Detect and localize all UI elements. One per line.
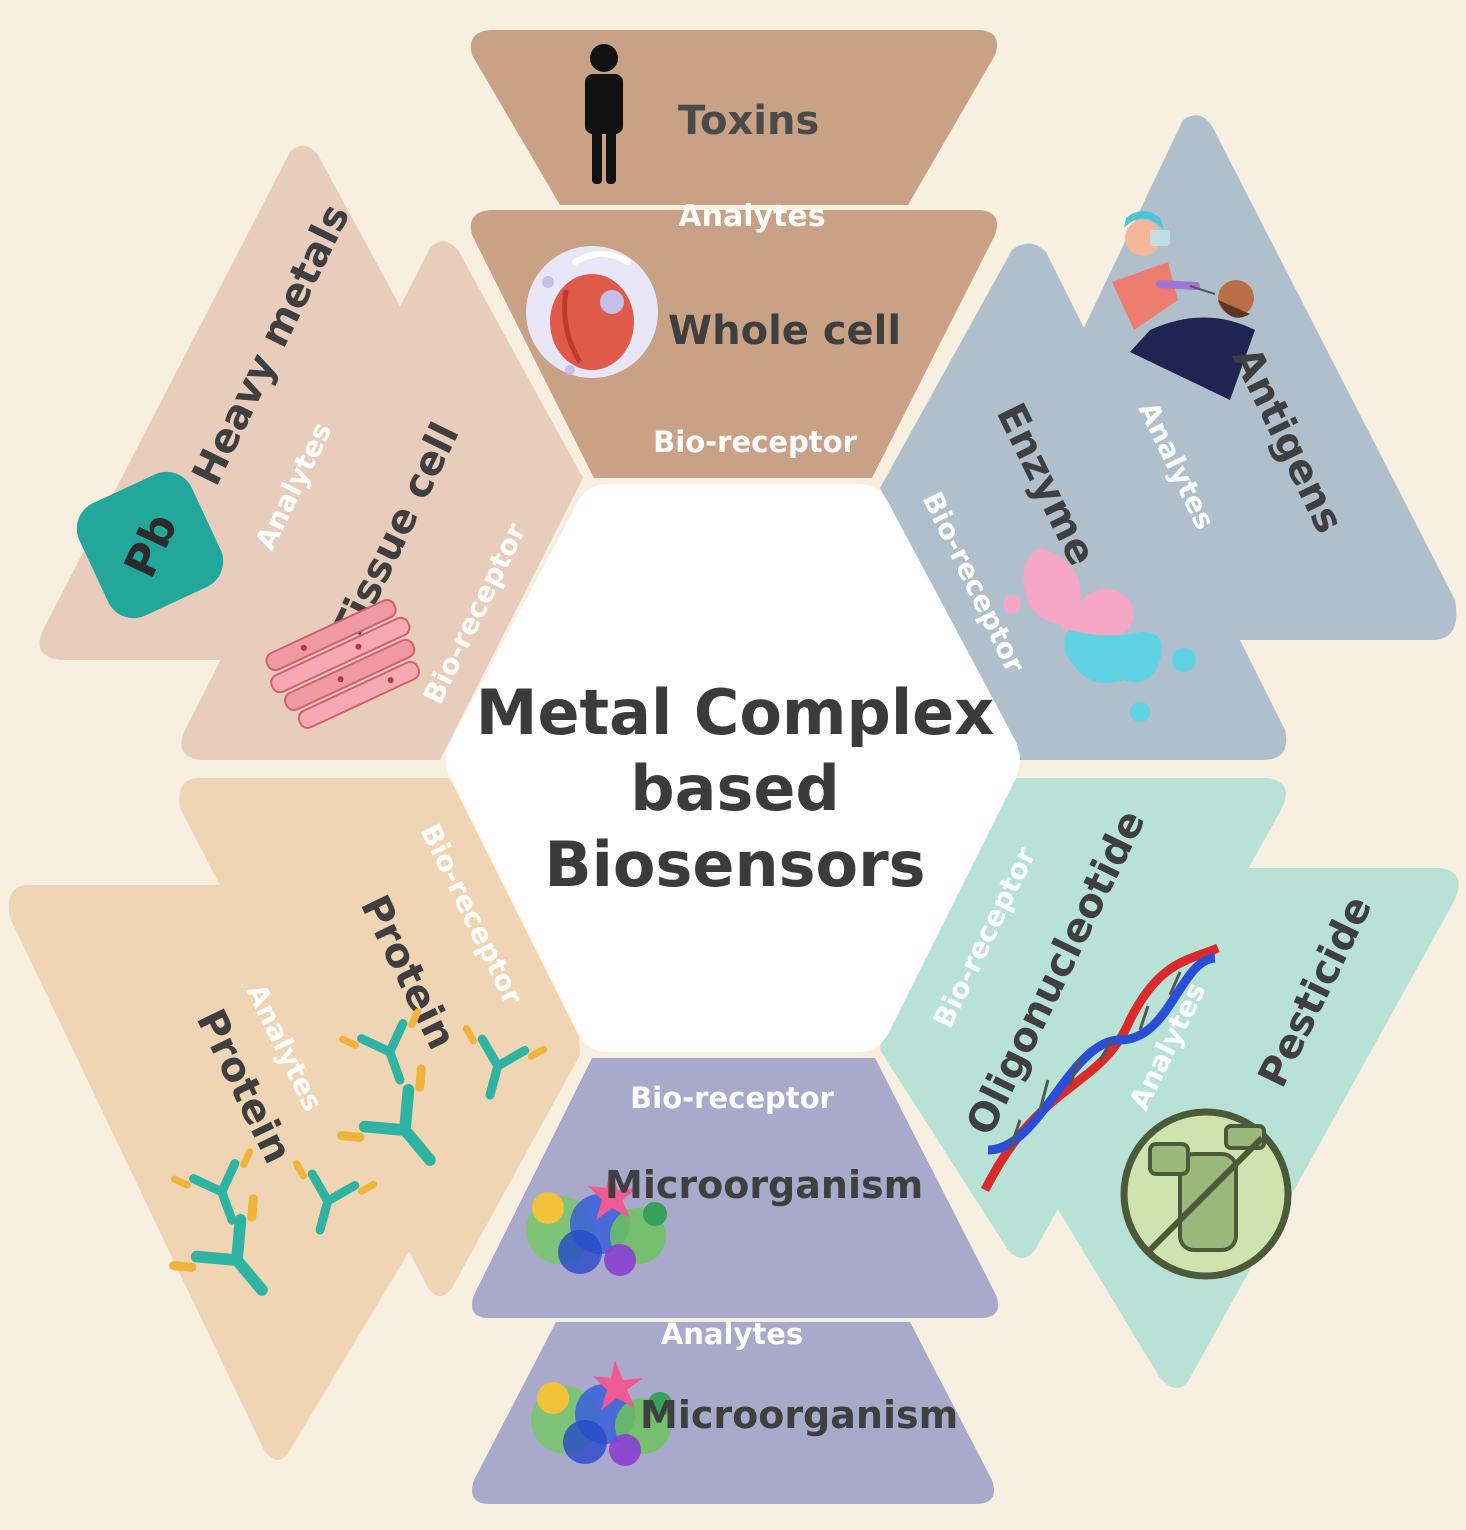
top-bioreceptor-label: Whole cell [668, 308, 901, 354]
top-analyte-tag: Analytes [678, 199, 825, 234]
bottom-bioreceptor-label: Microorganism [605, 1163, 923, 1207]
upper-left-inner-triangle [181, 241, 584, 760]
segment-bottom: Bio-receptor Microorganism Analytes Micr… [472, 1058, 998, 1504]
segment-upper-left: Pb Heavy metals Analytes Tissue cell Bio… [39, 145, 584, 760]
spray-bottle-icon [1120, 1108, 1292, 1280]
dna-helix-icon [980, 943, 1220, 1193]
swab-test-icon [1112, 211, 1255, 400]
pb-element-icon: Pb [76, 471, 224, 619]
center-title-line-3: Biosensors [544, 828, 926, 901]
enzyme-blob-icon [1003, 548, 1196, 722]
bottom-bioreceptor-tag: Bio-receptor [630, 1081, 834, 1115]
segment-upper-right: Antigens Analytes Enzyme Bio-receptor [880, 115, 1457, 760]
top-analyte-label: Toxins [678, 98, 819, 144]
top-outer-trapezoid [470, 30, 998, 205]
bottom-analyte-label: Microorganism [640, 1393, 958, 1437]
center-title: Metal Complex based Biosensors [455, 675, 1015, 903]
bottom-analyte-tag: Analytes [661, 1317, 803, 1351]
segment-lower-right: Bio-receptor Oligonucleotide Analytes Pe… [880, 778, 1459, 1388]
center-title-line-1: Metal Complex [475, 676, 995, 749]
top-bioreceptor-tag: Bio-receptor [653, 425, 857, 459]
bottom-outer-trapezoid [472, 1322, 994, 1504]
segment-lower-left: Bio-receptor Protein Analytes Protein [8, 778, 581, 1460]
center-title-line-2: based [630, 752, 840, 825]
lower-left-inner-triangle [179, 778, 581, 1296]
cell-icon [526, 246, 658, 378]
lower-right-inner-triangle [880, 778, 1286, 1258]
segment-top: Toxins Analytes Whole cell Bio-receptor [470, 30, 998, 478]
tissue-fibers-icon [265, 598, 421, 729]
center-hexagon [446, 484, 1020, 1052]
person-icon [585, 44, 623, 184]
upper-right-inner-triangle [880, 243, 1287, 760]
lower-left-outer-triangle [8, 885, 440, 1460]
